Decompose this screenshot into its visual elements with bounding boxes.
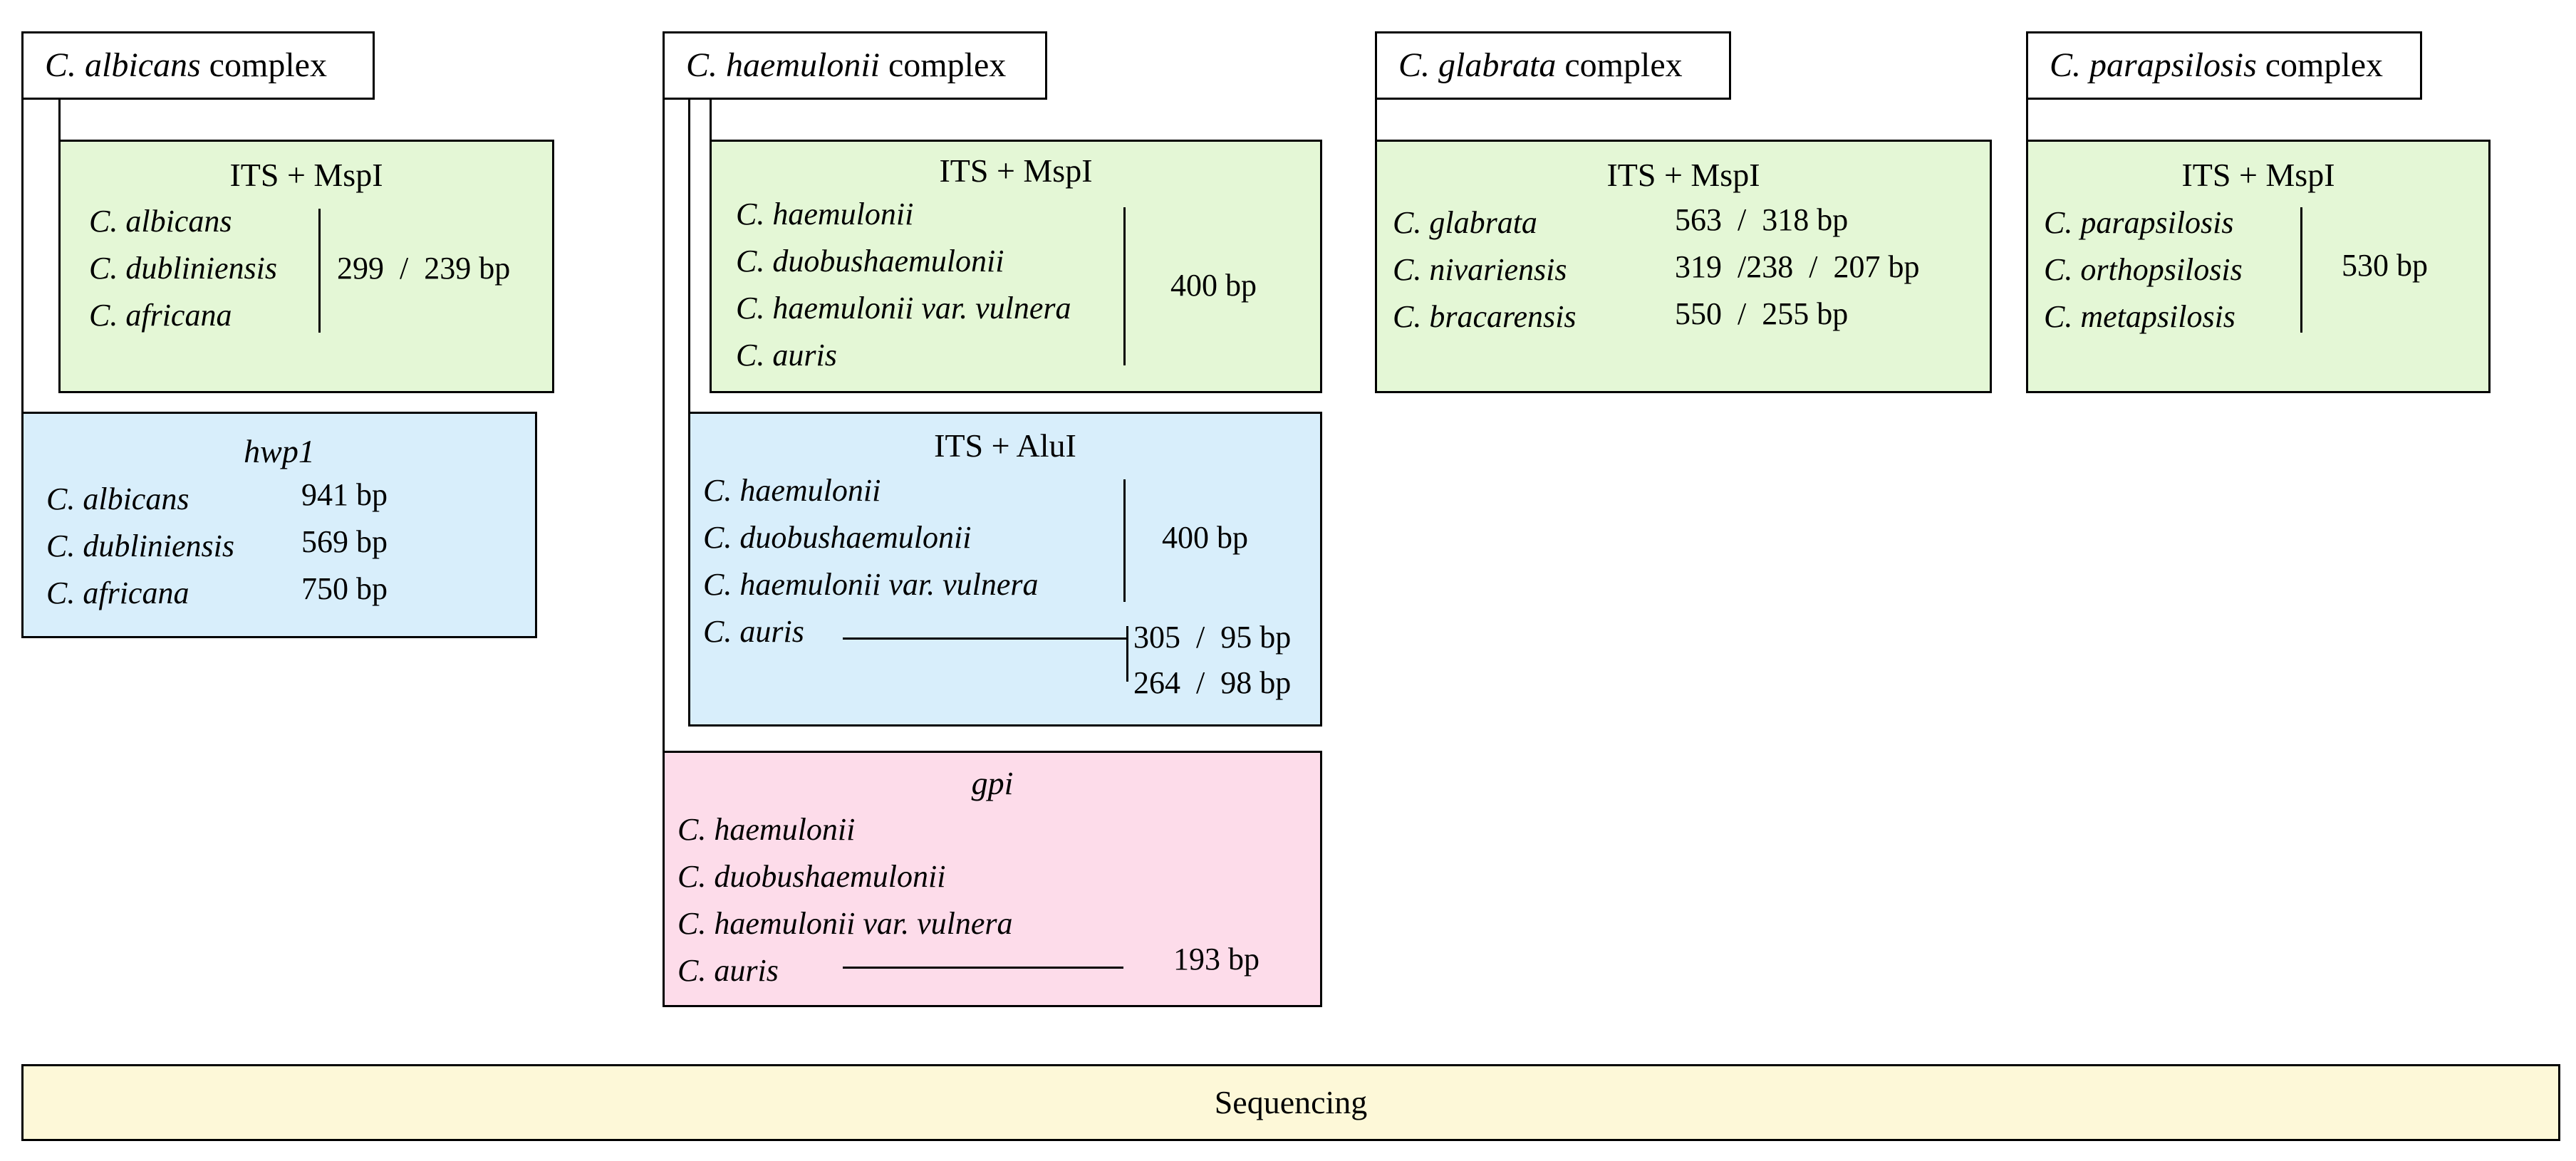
haemulonii-connector-middle [688, 100, 690, 413]
albicans-hwp1-size-1: 941 bp [301, 477, 388, 512]
haemulonii-alui-species-1: C. haemulonii [703, 473, 881, 508]
albicans-header-word: complex [200, 46, 327, 84]
haemulonii-its-bracket [1123, 207, 1126, 365]
glabrata-its-size-1: 563 / 318 bp [1675, 202, 1849, 237]
haemulonii-gpi-auris-line [843, 967, 1123, 969]
glabrata-its-mspi-title: ITS + MspI [1606, 157, 1760, 193]
haemulonii-its-species-3: C. haemulonii var. vulnera [736, 291, 1071, 326]
haemulonii-its-species-1: C. haemulonii [736, 197, 914, 231]
sequencing-label: Sequencing [1214, 1084, 1368, 1120]
haemulonii-gpi-box: gpi C. haemulonii C. duobushaemulonii C.… [663, 751, 1322, 1007]
haemulonii-its-mspi-title: ITS + MspI [939, 152, 1093, 189]
glabrata-header-word: complex [1556, 46, 1683, 84]
haemulonii-alui-species-2: C. duobushaemulonii [703, 520, 972, 555]
haemulonii-alui-bracket-auris [1126, 626, 1128, 682]
albicans-its-mspi-title: ITS + MspI [229, 157, 383, 193]
parapsilosis-connector [2026, 100, 2028, 142]
albicans-complex-header: C. albicans complex [21, 31, 375, 100]
parapsilosis-its-bracket [2300, 207, 2302, 333]
parapsilosis-its-species-2: C. orthopsilosis [2044, 252, 2243, 287]
parapsilosis-its-result: 530 bp [2342, 248, 2428, 283]
haemulonii-header-word: complex [880, 46, 1007, 84]
parapsilosis-header-genus: C. parapsilosis [2050, 46, 2257, 84]
haemulonii-header-genus: C. haemulonii [686, 46, 880, 84]
haemulonii-alui-auris-line [843, 637, 1128, 640]
albicans-hwp1-species-3: C. africana [46, 576, 189, 610]
glabrata-its-species-2: C. nivariensis [1393, 252, 1567, 287]
glabrata-connector [1375, 100, 1377, 142]
glabrata-its-species-3: C. bracarensis [1393, 299, 1577, 334]
parapsilosis-its-mspi-title: ITS + MspI [2181, 157, 2335, 193]
haemulonii-alui-species-3: C. haemulonii var. vulnera [703, 567, 1039, 602]
haemulonii-alui-species-4: C. auris [703, 614, 804, 649]
haemulonii-alui-auris-result-1: 305 / 95 bp [1133, 620, 1292, 655]
haemulonii-gpi-auris-result: 193 bp [1173, 942, 1260, 977]
haemulonii-connector-inner [710, 100, 712, 142]
haemulonii-its-mspi-box: ITS + MspI C. haemulonii C. duobushaemul… [710, 140, 1322, 393]
albicans-its-bracket [318, 209, 321, 333]
haemulonii-its-species-4: C. auris [736, 338, 837, 373]
glabrata-complex-header: C. glabrata complex [1375, 31, 1731, 100]
albicans-hwp1-species-1: C. albicans [46, 481, 189, 516]
glabrata-its-size-2: 319 /238 / 207 bp [1675, 249, 1920, 284]
haemulonii-gpi-species-3: C. haemulonii var. vulnera [677, 906, 1013, 941]
albicans-connector-inner [58, 100, 61, 142]
albicans-hwp1-size-2: 569 bp [301, 524, 388, 559]
haemulonii-alui-result-group: 400 bp [1162, 520, 1248, 555]
parapsilosis-complex-header: C. parapsilosis complex [2026, 31, 2422, 100]
albicans-its-species-2: C. dubliniensis [89, 251, 278, 286]
haemulonii-alui-title: ITS + AluI [934, 427, 1076, 464]
haemulonii-gpi-species-4: C. auris [677, 953, 779, 988]
haemulonii-gpi-species-2: C. duobushaemulonii [677, 859, 946, 894]
haemulonii-alui-bracket-group [1123, 479, 1126, 602]
haemulonii-its-result: 400 bp [1170, 268, 1257, 303]
glabrata-its-species-1: C. glabrata [1393, 205, 1537, 240]
albicans-its-result: 299 / 239 bp [337, 251, 511, 286]
haemulonii-gpi-species-1: C. haemulonii [677, 812, 856, 847]
parapsilosis-its-mspi-box: ITS + MspI C. parapsilosis C. orthopsilo… [2026, 140, 2491, 393]
parapsilosis-its-species-3: C. metapsilosis [2044, 299, 2235, 334]
parapsilosis-header-word: complex [2256, 46, 2384, 84]
parapsilosis-its-species-1: C. parapsilosis [2044, 205, 2234, 240]
sequencing-bar: Sequencing [21, 1064, 2560, 1141]
haemulonii-gpi-title: gpi [971, 765, 1014, 801]
glabrata-its-size-3: 550 / 255 bp [1675, 296, 1849, 331]
glabrata-its-mspi-box: ITS + MspI C. glabrata 563 / 318 bp C. n… [1375, 140, 1992, 393]
albicans-connector-outer [21, 100, 24, 413]
albicans-hwp1-title: hwp1 [244, 433, 315, 469]
albicans-its-species-1: C. albicans [89, 204, 232, 239]
albicans-hwp1-species-2: C. dubliniensis [46, 529, 235, 563]
haemulonii-connector-outer [663, 100, 665, 752]
haemulonii-complex-header: C. haemulonii complex [663, 31, 1047, 100]
albicans-its-species-3: C. africana [89, 298, 232, 333]
haemulonii-alui-auris-result-2: 264 / 98 bp [1133, 665, 1292, 700]
haemulonii-its-alui-box: ITS + AluI C. haemulonii C. duobushaemul… [688, 412, 1322, 727]
glabrata-header-genus: C. glabrata [1398, 46, 1557, 84]
haemulonii-its-species-2: C. duobushaemulonii [736, 244, 1004, 278]
albicans-header-genus: C. albicans [45, 46, 201, 84]
albicans-its-mspi-box: ITS + MspI C. albicans C. dubliniensis C… [58, 140, 554, 393]
albicans-hwp1-box: hwp1 C. albicans 941 bp C. dubliniensis … [21, 412, 537, 638]
albicans-hwp1-size-3: 750 bp [301, 571, 388, 606]
